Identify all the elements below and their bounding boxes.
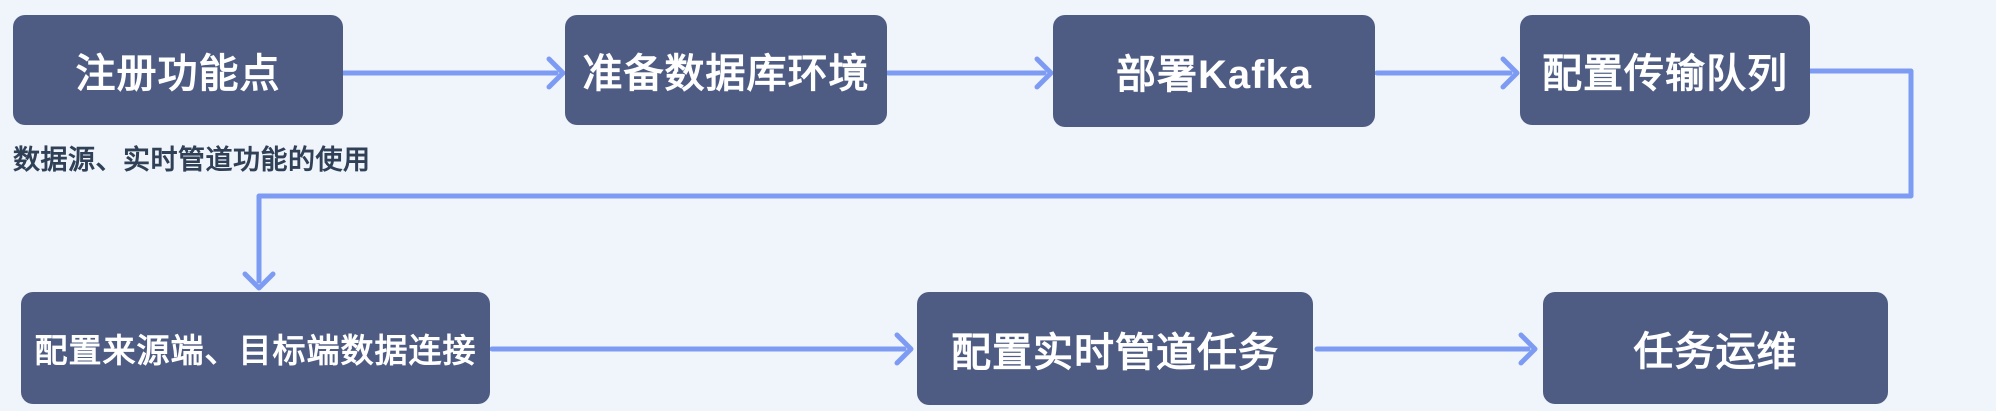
flow-node-configure-source-target-connections: 配置来源端、目标端数据连接 — [21, 292, 490, 404]
flow-node-register-feature-point: 注册功能点 — [13, 15, 343, 125]
flow-node-label: 准备数据库环境 — [582, 52, 870, 96]
flow-node-label: 任务运维 — [1633, 330, 1798, 374]
flow-node-label: 部署Kafka — [1116, 53, 1312, 97]
flow-node-label: 配置传输队列 — [1542, 52, 1788, 96]
flow-node-configure-transfer-queue: 配置传输队列 — [1520, 15, 1810, 125]
arrowhead-deploy-kafka-to-config-queue — [1500, 56, 1520, 90]
flow-node-prepare-database-env: 准备数据库环境 — [565, 15, 887, 125]
flow-node-label: 注册功能点 — [75, 52, 281, 96]
connector-config-queue-to-config-conn — [256, 68, 1914, 284]
arrowhead-config-queue-to-config-conn — [242, 271, 276, 291]
flow-node-task-operations: 任务运维 — [1543, 292, 1888, 404]
flow-node-deploy-kafka: 部署Kafka — [1053, 15, 1375, 127]
flow-node-configure-realtime-pipeline-task: 配置实时管道任务 — [917, 292, 1313, 405]
arrowhead-config-conn-to-config-pipeline — [894, 332, 914, 366]
arrowhead-prepare-db-to-deploy-kafka — [1034, 56, 1054, 90]
flow-node-label: 配置实时管道任务 — [951, 330, 1279, 375]
arrowhead-register-to-prepare-db — [546, 56, 566, 90]
arrowhead-config-pipeline-to-task-ops — [1518, 332, 1538, 366]
diagram-caption: 数据源、实时管道功能的使用 — [13, 145, 371, 175]
flow-node-label: 配置来源端、目标端数据连接 — [34, 332, 477, 369]
